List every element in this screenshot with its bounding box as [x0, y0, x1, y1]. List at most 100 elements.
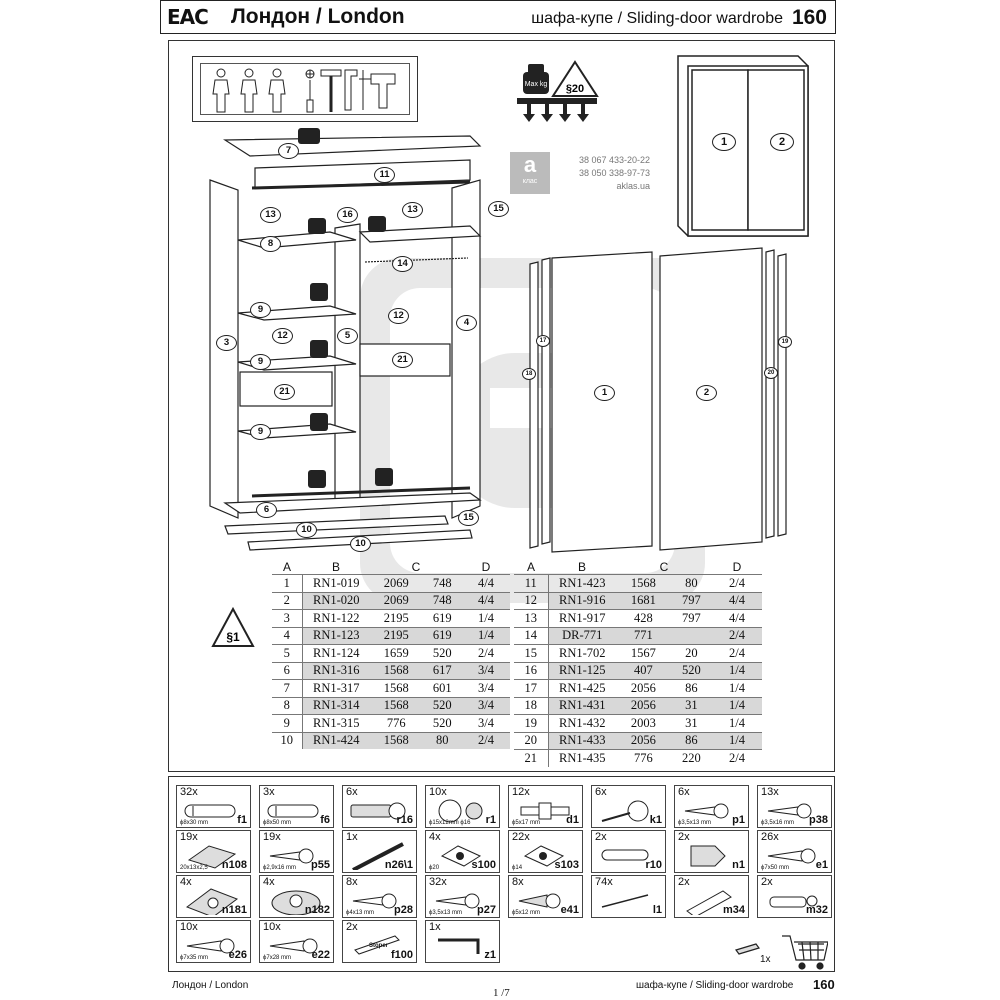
label-14: 14 [392, 256, 413, 272]
table-cell: 31 [670, 714, 712, 732]
hardware-code: e1 [815, 859, 828, 871]
hardware-qty: 1x [346, 831, 358, 843]
model-number: 160 [791, 6, 827, 29]
hardware-qty: 32x [180, 786, 198, 798]
table-cell: 1/4 [712, 661, 762, 680]
table-cell: 1/4 [712, 714, 762, 732]
table-cell: 2003 [616, 714, 671, 732]
table-cell: 5 [272, 644, 303, 662]
table-cell: 776 [370, 714, 423, 732]
footer-left: Лондон / London [172, 980, 249, 991]
label-4: 4 [456, 315, 477, 331]
hardware-qty: 74x [595, 876, 613, 888]
label-15b: 15 [458, 510, 479, 526]
table-cell: 1/4 [712, 696, 762, 715]
roller-icon [271, 890, 321, 915]
hardware-qty: 2x [678, 831, 690, 843]
table-cell: 4/4 [462, 591, 510, 610]
hardware-qty: 10x [180, 921, 198, 933]
hardware-code: m32 [805, 904, 828, 916]
hardware-code: f1 [237, 814, 247, 826]
table-cell: 31 [670, 696, 712, 715]
hardware-code: e41 [560, 904, 579, 916]
label-20: 20 [764, 367, 778, 379]
hardware-qty: 4x [429, 831, 441, 843]
table-cell: 2/4 [712, 626, 762, 645]
table-cell: RN1-917 [548, 609, 616, 627]
cam-lock-icon [438, 799, 483, 823]
nail-icon [601, 894, 649, 908]
hardware-qty: 2x [595, 831, 607, 843]
table-cell: 1568 [616, 574, 671, 592]
table-cell: RN1-317 [302, 679, 370, 697]
table-cell: 4/4 [712, 591, 762, 610]
table-cell: 86 [670, 731, 712, 750]
euro-screw-icon [518, 893, 561, 909]
table-cell: 2195 [370, 626, 423, 645]
strap-icon [352, 842, 404, 870]
hardware-code: n108 [221, 859, 247, 871]
hex-key-icon [438, 938, 480, 954]
table-cell: 80 [670, 574, 712, 592]
label-door-2b: 2 [696, 385, 717, 401]
bolt-icon [769, 895, 818, 908]
hardware-qty: 8x [512, 876, 524, 888]
exploded-carcass-drawing [209, 128, 482, 551]
label-3: 3 [216, 335, 237, 351]
label-9b: 9 [250, 354, 271, 370]
table-cell: 2069 [370, 591, 423, 610]
table-cell: 3/4 [462, 714, 510, 732]
hardware-code: p1 [732, 814, 745, 826]
table-cell: 17 [514, 679, 549, 697]
table-cell: 14 [514, 626, 549, 645]
dowel-icon [184, 804, 236, 818]
table-cell: 220 [670, 749, 712, 767]
shelf-pin-icon [520, 802, 570, 820]
dealer-phone-2: 38 050 338-97-73 [578, 168, 650, 178]
table-cell: RN1-424 [302, 731, 370, 749]
table-cell: 8 [272, 696, 303, 715]
screw-icon [435, 893, 480, 909]
table-cell: 428 [616, 609, 671, 627]
table-cell: 797 [670, 591, 712, 610]
nail-pin-icon [601, 800, 649, 822]
table-cell: 2/4 [712, 749, 762, 767]
hardware-label: Stoper [369, 943, 389, 949]
hardware-qty: 22x [512, 831, 530, 843]
sliding-doors-drawing [529, 247, 787, 553]
max-kg-label: Max kg [525, 81, 548, 88]
eac-mark: EAC [167, 5, 209, 29]
header-bar: EAC Лондон / London шафа-купе / Sliding-… [160, 0, 836, 34]
table-cell: RN1-020 [302, 591, 370, 610]
table-cell: RN1-425 [548, 679, 616, 697]
hardware-qty: 8x [346, 876, 358, 888]
table-cell: 1 [272, 574, 303, 592]
table-cell: 21 [514, 749, 549, 767]
table-cell: RN1-124 [302, 644, 370, 662]
table-cell: 1568 [370, 731, 423, 749]
hardware-list-frame [168, 776, 835, 972]
dealer-logo: a клас [510, 152, 550, 194]
hardware-code: n26\1 [384, 859, 413, 871]
hardware-dim: ϕ7x28 mm [263, 955, 292, 961]
hardware-code: p38 [809, 814, 828, 826]
